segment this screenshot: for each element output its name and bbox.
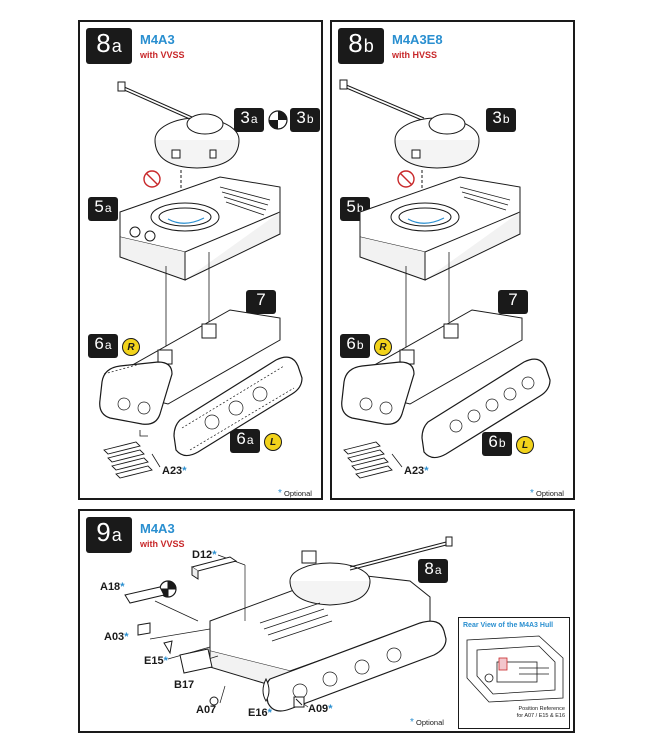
model-name: M4A3 [140, 521, 175, 536]
assembly-drawing-8a [99, 81, 303, 479]
side-badge-right: R [122, 338, 140, 356]
part-b17-drawing [179, 648, 213, 674]
part-a23-drawing [103, 441, 153, 479]
part-a09-drawing [293, 696, 305, 708]
part-label-e16: E16* [248, 707, 272, 719]
model-name: M4A3E8 [392, 32, 443, 47]
model-variant: with VVSS [140, 539, 185, 549]
side-badge-left: L [516, 436, 534, 454]
part-label-a18: A18* [100, 581, 125, 593]
part-label-d12: D12* [192, 549, 217, 561]
right-track [173, 356, 303, 457]
part-label-a03: A03* [104, 631, 129, 643]
optional-note: * Optional [278, 488, 312, 499]
inset-title: Rear View of the M4A3 Hull [463, 622, 554, 629]
gun-barrel [121, 85, 193, 118]
part-d12-drawing [190, 556, 238, 572]
option-circle-icon [268, 110, 288, 130]
part-a18-drawing [124, 586, 165, 604]
model-variant: with VVSS [140, 50, 185, 60]
gun-barrel [349, 540, 451, 568]
optional-note: * Optional [410, 717, 444, 728]
side-badge-left: L [264, 433, 282, 451]
rear-view-inset: Rear View of the M4A3 Hull Position Refe… [458, 617, 570, 729]
part-a23-drawing [343, 441, 393, 479]
part-label-e15: E15* [144, 655, 168, 667]
left-track [99, 361, 173, 425]
part-label-a23: A23* [404, 465, 429, 477]
part-e15-drawing [163, 640, 173, 655]
part-a07-drawing [209, 696, 219, 706]
part-a03-drawing [137, 622, 151, 636]
rear-hull-drawing [466, 635, 564, 703]
part-label-a23: A23* [162, 465, 187, 477]
ref-step-7: 7 [246, 290, 276, 314]
left-track [341, 361, 415, 425]
side-badge-right: R [374, 338, 392, 356]
part-label-b17: B17 [174, 679, 195, 691]
inset-position-note: Position Reference for A07 / E15 & E16 [516, 706, 565, 719]
no-glue-icon [143, 170, 161, 188]
model-name: M4A3 [140, 32, 175, 47]
part-label-a07: A07 [196, 704, 217, 716]
assembly-drawing-9a [124, 536, 453, 712]
part-label-a09: A09* [308, 703, 333, 715]
right-track [421, 358, 551, 459]
model-variant: with HVSS [392, 50, 438, 60]
assembly-drawing-8b [339, 79, 551, 479]
no-glue-icon [397, 170, 415, 188]
optional-note: * Optional [530, 488, 564, 499]
part-e16-drawing [262, 677, 270, 702]
ref-step-7: 7 [498, 290, 528, 314]
gun-barrel [343, 83, 425, 119]
